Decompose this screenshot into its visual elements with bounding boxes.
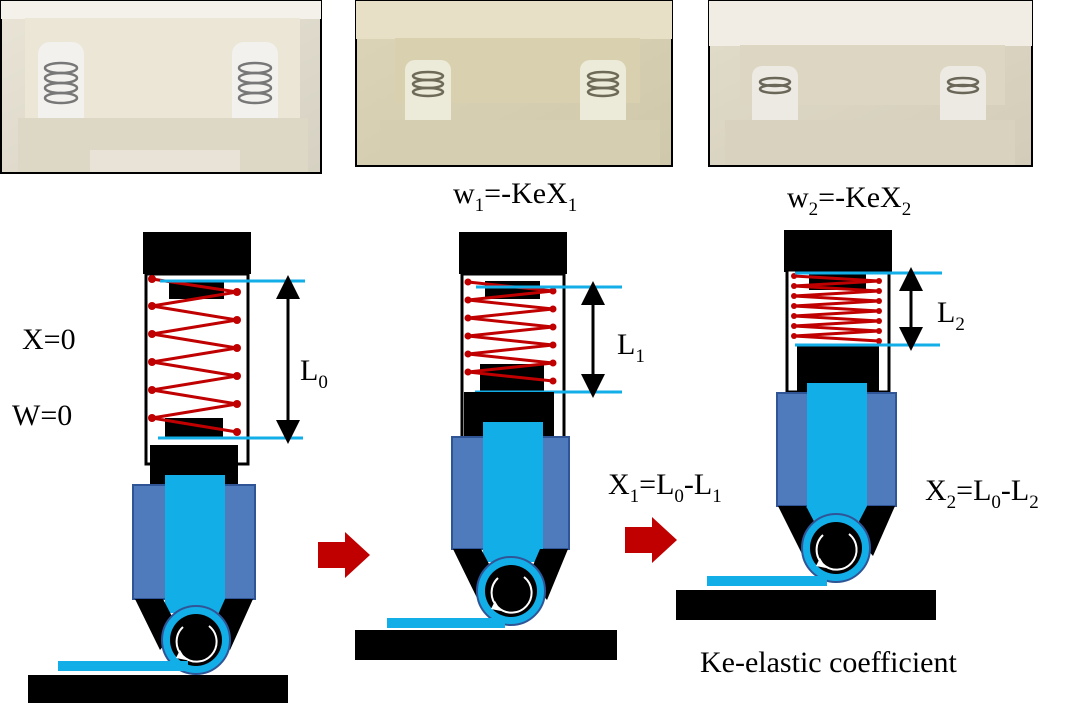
photo-uncompressed bbox=[0, 0, 322, 174]
spring-nodes bbox=[148, 275, 241, 436]
cyan-plunger bbox=[165, 475, 225, 613]
spring-coil bbox=[793, 274, 880, 343]
label-x0: X=0 bbox=[22, 323, 76, 356]
photo-compressed-1 bbox=[355, 0, 673, 167]
top-cap bbox=[143, 232, 251, 274]
label-l0: L0 bbox=[300, 354, 328, 393]
label-l1: L1 bbox=[617, 328, 645, 367]
label-w0: W=0 bbox=[12, 399, 72, 432]
label-x2-equation: X2=L0-L2 bbox=[925, 474, 1039, 513]
label-x1-equation: X1=L0-L1 bbox=[608, 468, 722, 507]
stage-uncompressed bbox=[28, 232, 305, 703]
photo-compressed-2 bbox=[708, 0, 1033, 167]
label-w1-equation: w1=-KeX1 bbox=[453, 177, 577, 216]
spring-coil bbox=[151, 277, 238, 434]
base-plate bbox=[28, 675, 288, 703]
caption-elastic-coefficient: Ke-elastic coefficient bbox=[700, 646, 957, 679]
spring-coil bbox=[467, 280, 554, 383]
transition-arrow-1 bbox=[318, 532, 370, 578]
transition-arrow-2 bbox=[625, 517, 677, 563]
label-l2: L2 bbox=[937, 296, 965, 335]
stage-compressed-1 bbox=[355, 232, 622, 660]
stage-compressed-2 bbox=[676, 230, 942, 620]
label-w2-equation: w2=-KeX2 bbox=[787, 181, 911, 220]
